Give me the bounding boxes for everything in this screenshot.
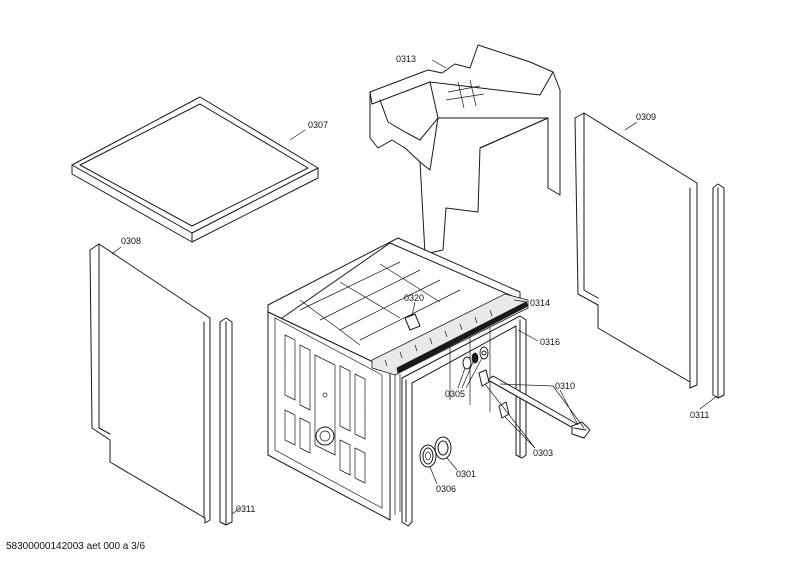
ring-0301[interactable] [434, 436, 452, 460]
part-label-0313: 0313 [396, 54, 416, 64]
worktop-0307[interactable] [71, 96, 319, 243]
part-label-0307: 0307 [308, 120, 328, 130]
bracket-0303[interactable] [478, 369, 510, 419]
right-edge-strip-0311[interactable] [712, 183, 725, 399]
part-label-0311-right: 0311 [690, 410, 709, 420]
part-label-0303: 0303 [533, 448, 553, 458]
part-label-0301: 0301 [456, 469, 476, 479]
left-side-panel-0308[interactable] [89, 243, 211, 524]
document-footer: 58300000142003 aet 000 a 3/6 [6, 541, 146, 552]
part-label-0310: 0310 [555, 381, 575, 391]
tub-body[interactable] [267, 237, 521, 521]
part-label-0308: 0308 [121, 236, 141, 246]
part-label-0311-left: 0311 [236, 504, 255, 514]
right-side-panel-0309[interactable] [574, 112, 698, 389]
part-label-0320: 0320 [404, 293, 424, 303]
part-label-0309: 0309 [636, 112, 656, 122]
ring-0306[interactable] [419, 444, 437, 468]
part-label-0305: 0305 [445, 389, 465, 399]
seal-strip-0314[interactable] [371, 293, 529, 376]
fittings-0305[interactable] [462, 346, 489, 370]
part-label-0306: 0306 [436, 484, 456, 494]
top-cover-0313[interactable] [369, 44, 561, 255]
part-label-0314: 0314 [530, 298, 550, 308]
left-edge-strip-0311[interactable] [219, 317, 233, 526]
leader-lines [111, 59, 718, 515]
part-label-0316: 0316 [540, 337, 560, 347]
